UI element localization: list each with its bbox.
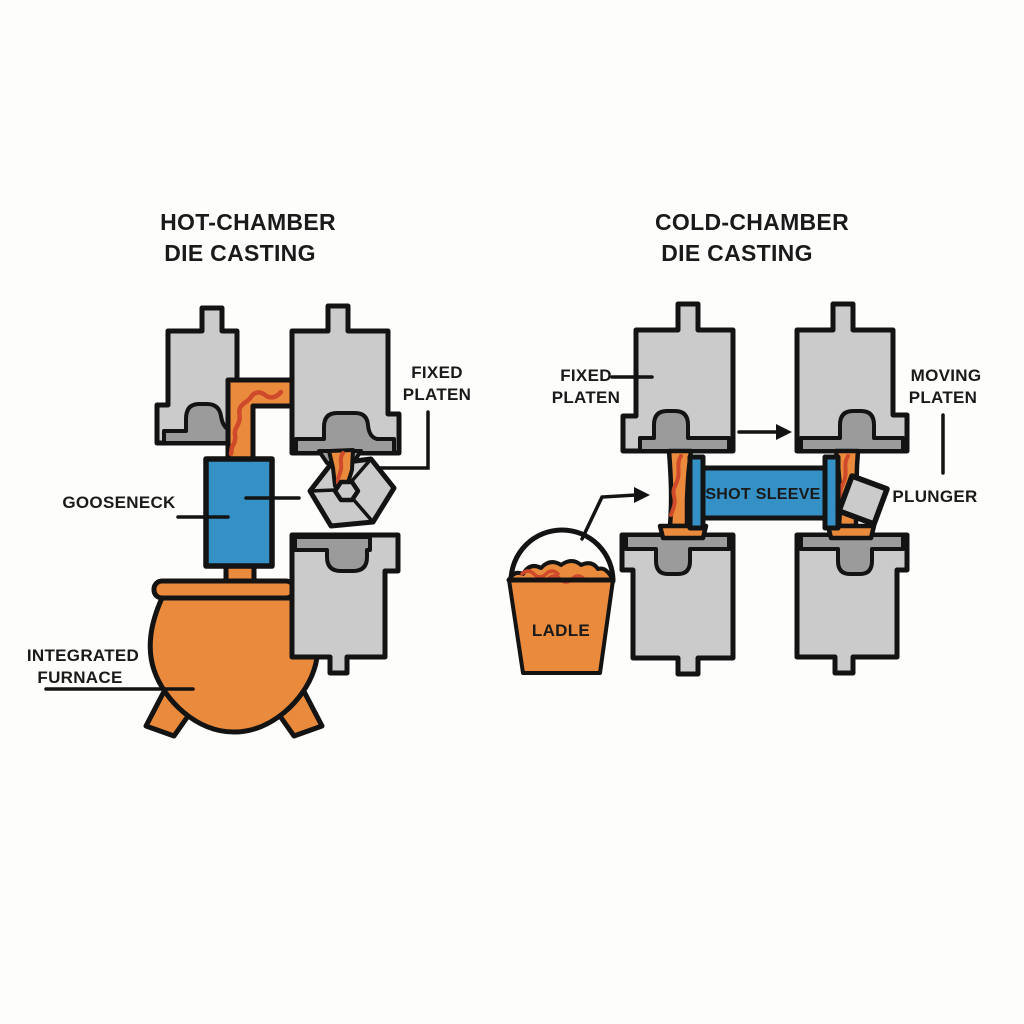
cold-lower-right-platen-shape: [794, 532, 910, 676]
plunger-label: PLUNGER: [892, 487, 977, 506]
cold-moving-platen-shape: [794, 301, 910, 454]
gooseneck-shape: [203, 456, 275, 569]
gooseneck-label: GOOSENECK: [62, 493, 176, 512]
plunger-shape: [836, 473, 890, 527]
cold-chamber-title-line1: COLD-CHAMBER: [655, 209, 849, 235]
furnace-label-line1: INTEGRATED: [27, 646, 139, 665]
cold-lower-left-die-cavity: [624, 533, 731, 576]
cold-fixed-platen-label-line1: FIXED: [560, 366, 612, 385]
hot-lower-platen-shape: [289, 532, 401, 676]
hot-lower-die-cavity: [293, 535, 372, 573]
ladle-pour-arrow-head: [634, 487, 650, 503]
hot-fixed-die-cavity: [294, 411, 396, 455]
nozzle-facet-line-3: [351, 497, 375, 524]
cold-lower-right-die-cavity: [799, 533, 905, 576]
hot-fixed-platen-leader: [376, 410, 430, 470]
nozzle-tip: [332, 479, 361, 503]
cold-fixed-platen-label-line2: PLATEN: [552, 388, 621, 407]
ladle-handle: [508, 527, 616, 584]
cold-chamber-title-line2: DIE CASTING: [661, 240, 813, 266]
furnace-label-line2: FURNACE: [37, 668, 122, 687]
shot-sleeve-label: SHOT SLEEVE: [705, 486, 820, 503]
cold-chamber-diagram: COLD-CHAMBER DIE CASTING SHOT SLEEVE: [506, 209, 982, 677]
moving-platen-label-line2: PLATEN: [909, 388, 978, 407]
hot-molten-flow-line: [228, 389, 284, 457]
hot-fixed-platen-label-line2: PLATEN: [403, 385, 472, 404]
hot-chamber-title-line1: HOT-CHAMBER: [160, 209, 336, 235]
hot-chamber-diagram: HOT-CHAMBER DIE CASTING FIXED: [27, 209, 472, 739]
platen-motion-arrow-head: [776, 424, 792, 440]
moving-platen-label-line1: MOVING: [911, 366, 982, 385]
cold-fixed-die-cavity: [638, 409, 731, 453]
cold-moving-die-cavity: [799, 409, 905, 453]
ladle-label: LADLE: [532, 621, 590, 640]
hot-fixed-platen-label-line1: FIXED: [411, 363, 463, 382]
ladle-wave-line-1: [520, 569, 560, 579]
ladle-pour-arrow-line: [580, 493, 638, 541]
hot-fixed-platen-shape: [289, 303, 402, 456]
furnace-rim: [151, 578, 297, 601]
shot-sleeve-body: [700, 465, 828, 521]
cold-lower-left-platen-shape: [619, 532, 736, 677]
nozzle-facet-line-2: [349, 457, 373, 484]
cold-fixed-platen-shape: [620, 301, 736, 454]
nozzle-facet-line-1: [308, 488, 337, 493]
hot-chamber-title-line2: DIE CASTING: [164, 240, 316, 266]
nozzle-molten-line: [335, 451, 345, 485]
left-channel-molten-line: [669, 454, 683, 517]
